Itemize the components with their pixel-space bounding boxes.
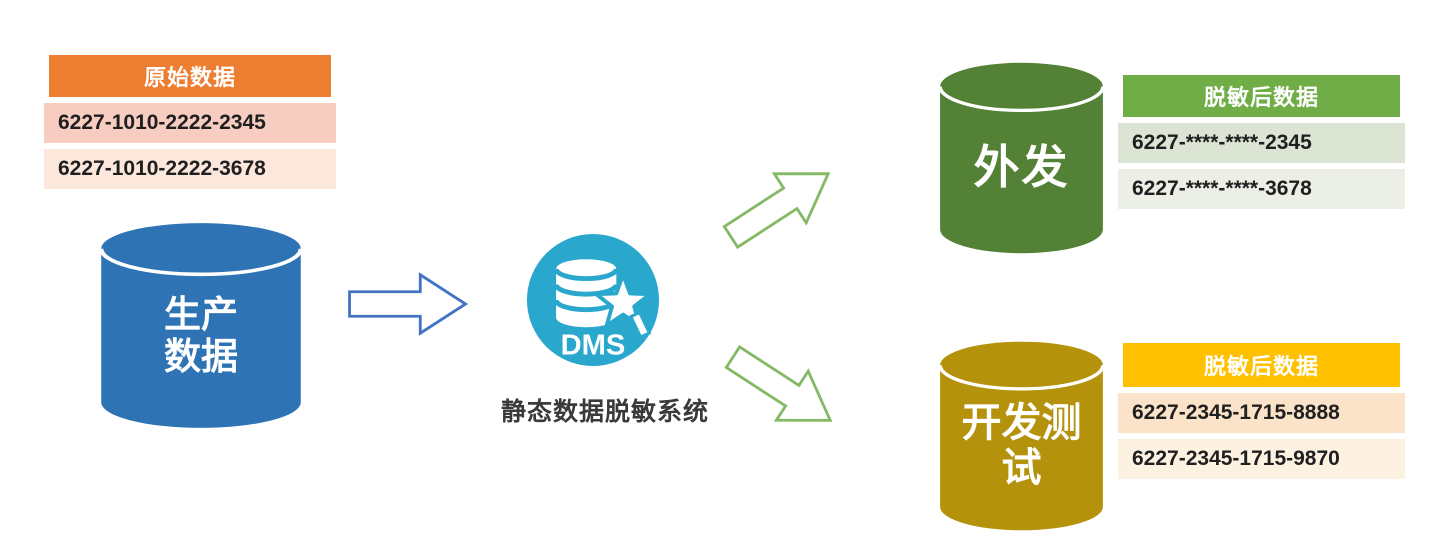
original-data-header: 原始数据	[49, 55, 331, 97]
masked-data-row: 6227-2345-1715-9870	[1118, 439, 1405, 479]
database-icon	[938, 62, 1105, 254]
database-icon	[938, 341, 1105, 531]
original-data-row: 6227-1010-2222-2345	[44, 103, 336, 143]
masked-data-table-devtest: 脱敏后数据 6227-2345-1715-8888 6227-2345-1715…	[1118, 343, 1405, 479]
flow-arrow-down-right-icon	[724, 344, 833, 422]
devtest-db-label: 开发测 试	[961, 401, 1082, 490]
original-data-table: 原始数据 6227-1010-2222-2345 6227-1010-2222-…	[44, 55, 336, 189]
masked-data-row: 6227-2345-1715-8888	[1118, 393, 1405, 433]
outbound-db-label: 外发	[973, 141, 1070, 194]
devtest-db-cylinder: 开发测 试	[935, 337, 1108, 535]
database-icon	[99, 223, 303, 428]
masked-data-row: 6227-****-****-2345	[1118, 123, 1405, 163]
flow-arrow-right-icon	[348, 272, 469, 336]
production-db-cylinder: 生产 数据	[95, 218, 307, 433]
masked-data-table-outbound: 脱敏后数据 6227-****-****-2345 6227-****-****…	[1118, 75, 1405, 209]
dms-caption: 静态数据脱敏系统	[500, 398, 709, 426]
dms-acronym: DMS	[561, 329, 626, 361]
dms-icon: DMS	[526, 233, 660, 367]
outbound-db-cylinder: 外发	[935, 58, 1108, 258]
flow-arrow-up-right-icon	[722, 172, 831, 250]
masked-data-header: 脱敏后数据	[1123, 343, 1400, 387]
masked-data-row: 6227-****-****-3678	[1118, 169, 1405, 209]
masked-data-header: 脱敏后数据	[1123, 75, 1400, 117]
original-data-row: 6227-1010-2222-3678	[44, 149, 336, 189]
production-db-label: 生产 数据	[164, 294, 238, 377]
